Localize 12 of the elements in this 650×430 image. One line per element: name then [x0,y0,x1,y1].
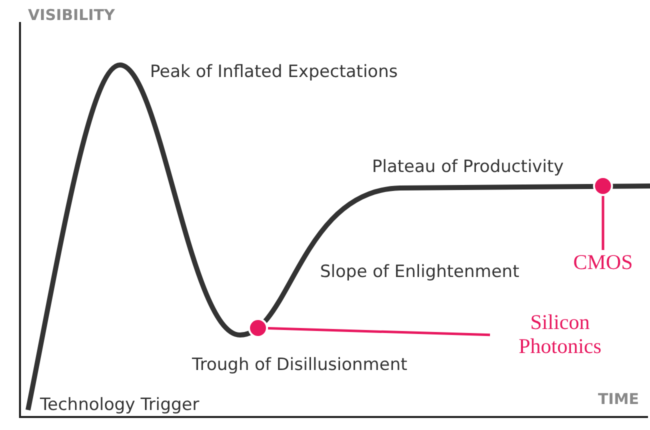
technology-label: Silicon Photonics [490,310,630,364]
axis-title: TIME [598,390,639,408]
technology-label: CMOS [563,250,643,278]
leader-line [602,196,604,250]
phase-label: Plateau of Productivity [372,157,564,177]
data-point-marker [248,318,268,338]
phase-label: Peak of Inflated Expectations [150,62,398,82]
phase-label: Trough of Disillusionment [192,355,408,375]
phase-label: Technology Trigger [40,395,200,415]
phase-label: Slope of Enlightenment [320,262,520,282]
leader-line [268,327,490,336]
axis-title: VISIBILITY [28,6,115,24]
